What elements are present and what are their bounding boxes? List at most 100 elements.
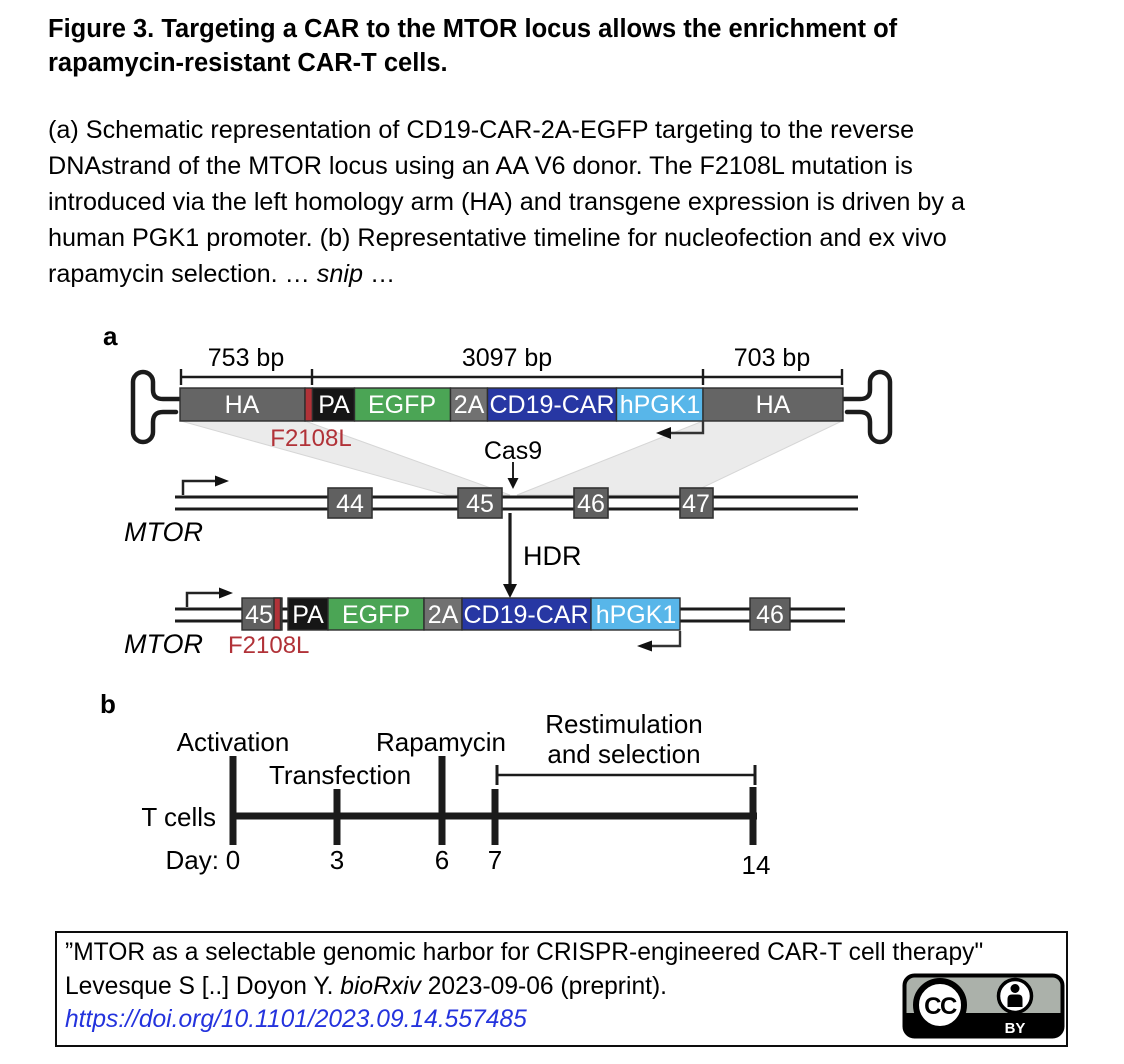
citation-authors: Levesque S [..] Doyon Y. bioRxiv 2023-09… [65, 973, 667, 1001]
day-7-label: 7 [488, 845, 502, 875]
integrated-cd19car-label: CD19-CAR [463, 601, 588, 629]
integrated-egfp-label: EGFP [342, 601, 410, 629]
donor-promoter-arrow [669, 421, 705, 435]
donor-ha-right-box [702, 387, 844, 422]
donor-egfp-label: EGFP [368, 391, 436, 419]
panel-b-label: b [100, 689, 116, 719]
caption-line3: introduced via the left homology arm (HA… [48, 188, 966, 216]
integrated-hpgk1-label: hPGK1 [596, 601, 677, 629]
restimulation-label-line1: Restimulation [545, 709, 703, 739]
integrated-locus-name: MTOR [124, 629, 203, 659]
integrated-exon-45-label: 45 [245, 601, 273, 629]
exon-47-box [679, 487, 714, 519]
figure-title-line2: rapamycin-resistant CAR-T cells. [48, 49, 448, 77]
bp-label-left: 753 bp [208, 344, 284, 372]
attribution-person-head [1010, 984, 1020, 993]
integrated-tss-arrow [185, 591, 220, 607]
cas9-label: Cas9 [484, 437, 542, 465]
donor-promoter-arrowhead-icon [656, 427, 671, 439]
caption-line5-pre: rapamycin selection. … [48, 260, 317, 288]
caption-snip: snip [316, 260, 363, 288]
donor-2a-box [449, 387, 489, 422]
donor-ha-left-box [179, 387, 306, 422]
day-0-label: 0 [226, 845, 240, 875]
rapamycin-label: Rapamycin [376, 727, 506, 757]
integrated-tss-arrowhead-icon [219, 587, 233, 599]
caption-line1: (a) Schematic representation of CD19-CAR… [48, 116, 915, 144]
integrated-egfp-box [327, 597, 425, 631]
mtor-tss-arrowhead-icon [215, 475, 229, 487]
donor-hpgk1-box [615, 387, 704, 422]
citation-journal: bioRxiv [340, 973, 421, 1000]
caption-line2: DNAstrand of the MTOR locus using an AA … [48, 152, 913, 180]
right-itr-hairpin-icon [840, 369, 893, 445]
donor-mutation-label: F2108L [270, 425, 351, 452]
exon-45-box [457, 487, 503, 519]
panel-a-label: a [103, 321, 118, 351]
caption-line5: rapamycin selection. … snip … [48, 256, 965, 292]
integrated-mutation-stripe [273, 597, 282, 631]
donor-cd19car-label: CD19-CAR [489, 391, 614, 419]
integrated-construct-labels: 45 PA EGFP 2A CD19-CAR hPGK1 46 [245, 601, 784, 629]
mtor-locus-name: MTOR [124, 517, 203, 547]
donor-construct [179, 387, 844, 422]
integrated-mutation-label: F2108L [228, 632, 309, 659]
bp-label-right: 703 bp [734, 344, 810, 372]
t-cells-label: T cells [141, 802, 216, 832]
cc-circle-text: CC [924, 993, 957, 1020]
donor-pa-box [311, 387, 356, 422]
hdr-label: HDR [523, 541, 582, 571]
doi-link[interactable]: https://doi.org/10.1101/2023.09.14.55748… [65, 1006, 527, 1033]
day-14-label: 14 [742, 850, 771, 880]
restimulation-label-line2: and selection [547, 739, 700, 769]
integrated-promoter-arrowhead-icon [637, 640, 652, 652]
integrated-pa-label: PA [292, 601, 324, 629]
day-3-label: 3 [330, 845, 344, 875]
integrated-exon-46-label: 46 [756, 601, 784, 629]
bp-label-middle: 3097 bp [462, 344, 552, 372]
exon-45-label: 45 [466, 490, 494, 518]
citation-box: ”MTOR as a selectable genomic harbor for… [55, 931, 1068, 1047]
attribution-person-body [1007, 994, 1023, 1007]
day-prefix-label: Day: [166, 845, 219, 875]
cc-circle-icon [913, 978, 967, 1032]
mtor-exons [327, 487, 714, 519]
exon-44-label: 44 [336, 490, 364, 518]
bp-bracket [179, 369, 844, 385]
integrated-2a-box [423, 597, 463, 631]
donor-egfp-box [353, 387, 452, 422]
integrated-exon-46-box [749, 597, 791, 631]
caption-line4: human PGK1 promoter. (b) Representative … [48, 224, 947, 252]
citation-authors-pre: Levesque S [..] Doyon Y. [65, 973, 341, 1000]
figure-title-line1: Figure 3. Targeting a CAR to the MTOR lo… [48, 15, 898, 43]
donor-mutation-stripe [304, 387, 314, 422]
mtor-locus-lines [175, 495, 858, 511]
integrated-promoter-arrow [650, 631, 682, 648]
figure-title: Figure 3. Targeting a CAR to the MTOR lo… [48, 12, 897, 80]
exon-46-label: 46 [577, 490, 605, 518]
figure-caption: (a) Schematic representation of CD19-CAR… [48, 112, 965, 292]
integrated-pa-box [287, 597, 329, 631]
exon-44-box [327, 487, 373, 519]
integrated-cd19car-box [461, 597, 592, 631]
donor-hpgk1-label: hPGK1 [620, 391, 701, 419]
donor-2a-label: 2A [454, 391, 485, 419]
donor-ha-left-label: HA [225, 391, 260, 419]
transfection-label: Transfection [269, 760, 411, 790]
selection-bracket [495, 765, 757, 785]
exon-47-label: 47 [682, 490, 710, 518]
donor-pa-label: PA [318, 391, 350, 419]
day-6-label: 6 [435, 845, 449, 875]
left-itr-hairpin-icon [130, 369, 183, 445]
citation-title: ”MTOR as a selectable genomic harbor for… [65, 939, 984, 966]
donor-cd19car-box [486, 387, 618, 422]
timeline [229, 756, 757, 845]
mtor-tss-arrow [181, 479, 216, 495]
donor-ha-right-label: HA [756, 391, 791, 419]
integrated-2a-label: 2A [428, 601, 459, 629]
hdr-arrowhead-icon [503, 584, 517, 598]
integrated-construct [241, 597, 791, 631]
donor-construct-labels: HA PA EGFP 2A CD19-CAR hPGK1 HA [225, 391, 791, 419]
mtor-exon-labels: 44 45 46 47 [336, 490, 710, 518]
